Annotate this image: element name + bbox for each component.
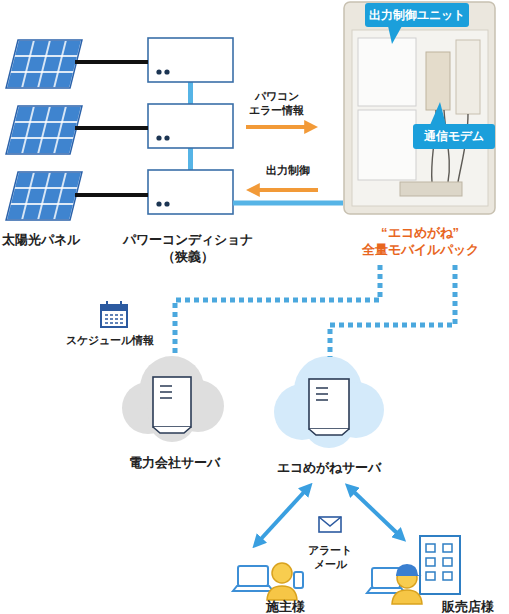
solar-panel-face <box>6 106 82 154</box>
calendar-grid <box>105 315 123 323</box>
edge-label: スケジュール情報 <box>50 333 170 347</box>
edge-label: パワコン エラー情報 <box>232 89 322 117</box>
cabinet-shell <box>344 2 495 214</box>
alert-arrow <box>353 491 398 534</box>
calendar-body <box>101 305 127 327</box>
breaker-strip <box>400 182 462 196</box>
solar-panel <box>6 40 82 88</box>
solar-panel-array: 太陽光パネル <box>2 35 80 250</box>
solar-panel <box>6 106 82 154</box>
signal-wire <box>233 201 343 206</box>
pcs-dot <box>156 135 161 140</box>
calendar-header <box>101 305 127 311</box>
person-head <box>272 563 292 583</box>
phone <box>294 572 303 588</box>
calendar-icon <box>101 301 127 327</box>
owner-figure <box>233 563 303 600</box>
pcs-dot <box>164 201 169 206</box>
terminal-block <box>426 52 450 110</box>
building <box>420 536 460 594</box>
laptop-screen <box>372 568 400 588</box>
cloud-server: エコめがねサーバ <box>275 355 383 477</box>
person-body <box>267 586 297 600</box>
node-label: 施主様 <box>255 598 315 614</box>
alert-arrow <box>260 491 305 540</box>
node-label: 太陽光パネル <box>0 231 86 248</box>
edge-label: 出力制御 <box>243 163 333 177</box>
person-body <box>392 590 422 604</box>
modem-unit <box>456 40 480 114</box>
envelope <box>319 517 341 532</box>
monitoring-cabinet: “エコめがね” 全量モバイルパック出力制御ユニット通信モデム <box>343 0 497 265</box>
server-icon <box>309 379 349 429</box>
envelope-flap <box>319 517 341 526</box>
pcs-dot <box>156 69 161 74</box>
pcs-box <box>148 170 233 214</box>
person-cap <box>396 564 422 576</box>
server-lines <box>160 386 172 398</box>
blue-cloud <box>274 356 384 448</box>
server-icon <box>153 377 191 427</box>
pcs-boxes <box>148 38 233 214</box>
server-foot <box>309 429 349 435</box>
dc-wire <box>75 62 148 195</box>
node-label: “エコめがね” 全量モバイルパック <box>339 224 501 258</box>
cloud-server: 電力会社サーバ <box>120 352 228 472</box>
solar-panel-face <box>6 40 82 88</box>
pcs-dot <box>164 69 169 74</box>
node-label: 通信モデム <box>413 124 495 149</box>
control-arrow <box>257 188 318 192</box>
server-lines <box>316 388 328 400</box>
solar-panel-face <box>6 172 82 220</box>
control-unit <box>358 38 416 106</box>
cabinet-photo <box>344 2 495 214</box>
mail-label: アラート メール <box>295 543 365 571</box>
cabinet-plate <box>352 30 488 206</box>
control-unit <box>358 110 416 180</box>
user-figure: 販売店様 <box>368 530 503 614</box>
callout-box: 通信モデム <box>413 124 495 149</box>
server-foot <box>153 427 191 433</box>
mail-icon <box>319 517 341 532</box>
error-info-arrow <box>246 125 307 129</box>
pcs-dot <box>156 201 161 206</box>
node-label: 出力制御ユニット <box>365 3 469 27</box>
solar-panel <box>6 172 82 220</box>
node-label: 電力会社サーバ <box>114 454 234 471</box>
node-label: パワーコンディショナ（狭義） <box>112 231 264 265</box>
callout-pointer <box>388 26 402 44</box>
pcs-dot <box>164 135 169 140</box>
data-link <box>330 265 455 357</box>
dealer-figure <box>367 536 460 604</box>
laptop-base <box>233 586 273 591</box>
power-conditioner-group: パワーコンディショナ（狭義） <box>140 35 236 270</box>
node-label: エコめがねサーバ <box>269 459 389 476</box>
edge-group <box>75 62 455 540</box>
pcs-box <box>148 38 233 82</box>
callout-pointer <box>430 102 446 125</box>
building-windows <box>426 544 452 580</box>
pcs-box <box>148 104 233 148</box>
calendar-ring <box>107 301 121 308</box>
node-label: 販売店様 <box>428 598 508 614</box>
grey-cloud <box>122 356 224 442</box>
laptop-screen <box>238 566 268 586</box>
pcs-link <box>188 148 193 170</box>
pcs-link <box>188 82 193 104</box>
schedule-link <box>175 265 380 356</box>
callout-box: 出力制御ユニット <box>365 3 469 27</box>
